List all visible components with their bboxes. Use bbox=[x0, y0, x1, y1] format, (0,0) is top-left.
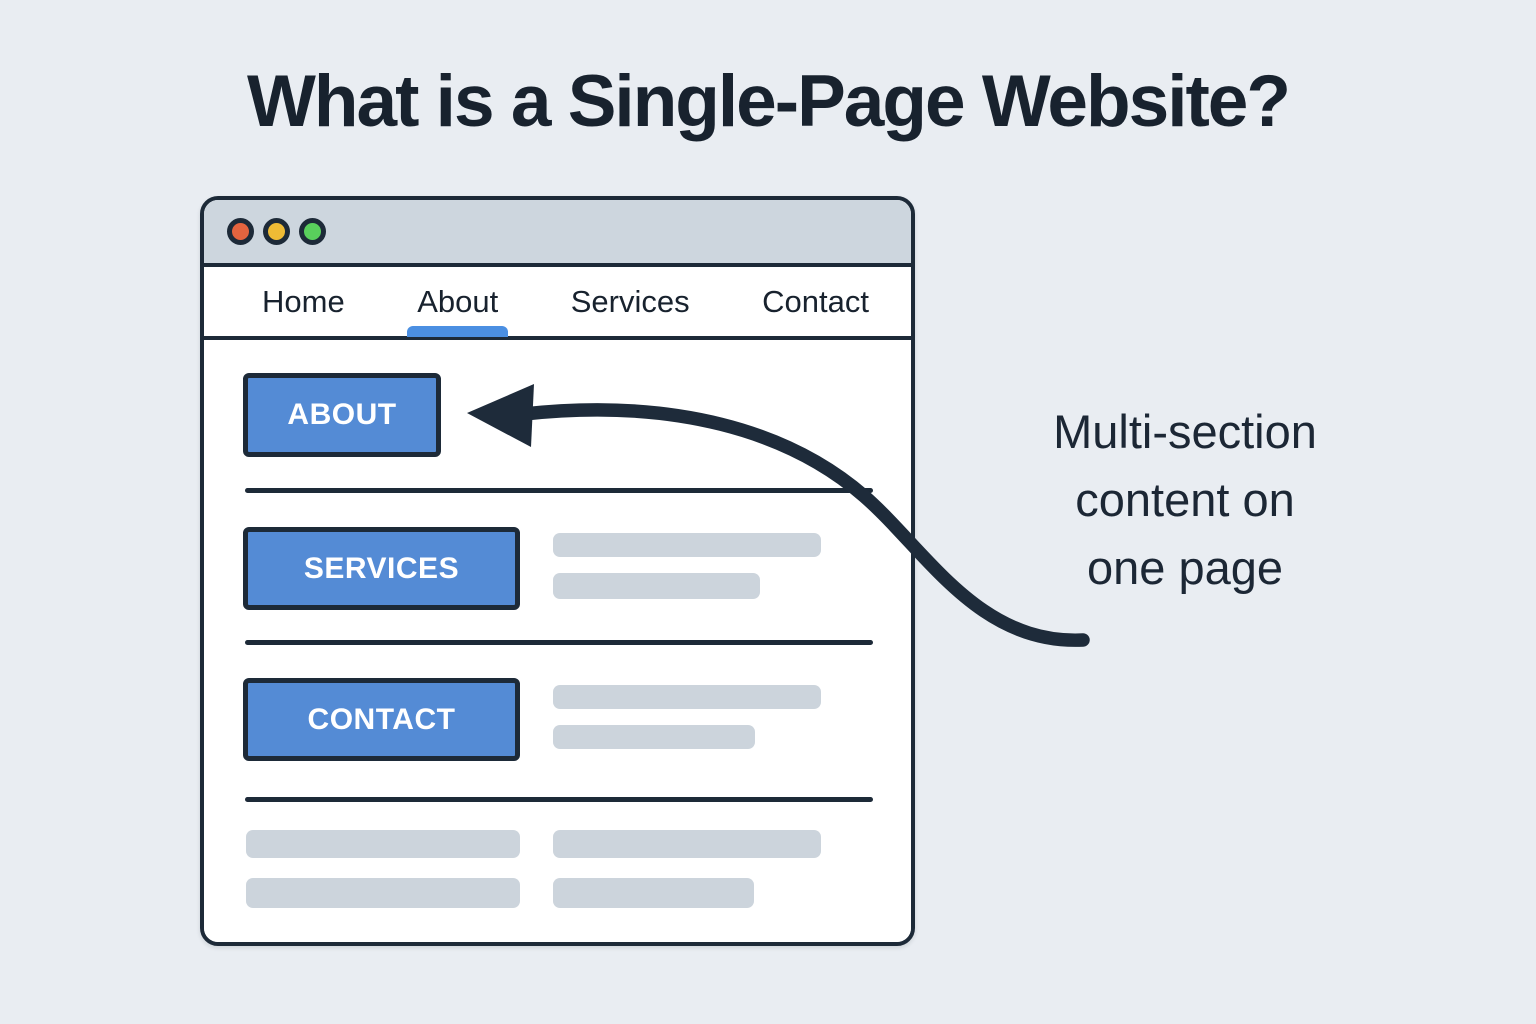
browser-titlebar bbox=[204, 200, 911, 267]
placeholder-text-bar bbox=[553, 685, 821, 709]
nav-item-label: Home bbox=[262, 283, 345, 319]
placeholder-text-bar bbox=[553, 533, 821, 557]
placeholder-text-bar bbox=[553, 878, 754, 908]
site-navbar: Home About Services Contact bbox=[204, 267, 911, 340]
annotation-text: Multi-section content on one page bbox=[985, 398, 1385, 602]
nav-item-home[interactable]: Home bbox=[262, 267, 345, 336]
nav-item-label: Contact bbox=[762, 283, 869, 319]
placeholder-text-bar bbox=[246, 878, 520, 908]
active-tab-underline bbox=[407, 326, 509, 337]
browser-window: Home About Services Contact ABOUT SERVIC… bbox=[200, 196, 915, 946]
page-title: What is a Single-Page Website? bbox=[247, 61, 1291, 142]
annotation-line: one page bbox=[1086, 541, 1284, 594]
window-close-icon[interactable] bbox=[227, 218, 254, 245]
contact-button-label: CONTACT bbox=[307, 702, 456, 736]
nav-item-label: About bbox=[417, 283, 499, 319]
section-divider bbox=[245, 797, 873, 802]
section-divider bbox=[245, 488, 873, 493]
window-minimize-icon[interactable] bbox=[263, 218, 290, 245]
about-button-label: ABOUT bbox=[287, 398, 397, 431]
about-section-button[interactable]: ABOUT bbox=[243, 373, 441, 457]
annotation-line: Multi-section bbox=[1053, 405, 1317, 458]
placeholder-text-bar bbox=[553, 573, 760, 599]
section-divider bbox=[245, 640, 873, 645]
placeholder-text-bar bbox=[553, 725, 755, 749]
services-section-button[interactable]: SERVICES bbox=[243, 527, 520, 610]
annotation-line: content on bbox=[1075, 473, 1295, 526]
services-button-label: SERVICES bbox=[303, 551, 460, 585]
placeholder-text-bar bbox=[246, 830, 520, 858]
nav-item-about[interactable]: About bbox=[407, 267, 509, 337]
contact-section-button[interactable]: CONTACT bbox=[243, 678, 520, 761]
page-content: ABOUT SERVICES CONTACT bbox=[204, 340, 911, 942]
nav-item-label: Services bbox=[570, 283, 690, 319]
placeholder-text-bar bbox=[553, 830, 821, 858]
nav-item-services[interactable]: Services bbox=[571, 267, 690, 336]
window-zoom-icon[interactable] bbox=[299, 218, 326, 245]
nav-item-contact[interactable]: Contact bbox=[762, 267, 869, 336]
